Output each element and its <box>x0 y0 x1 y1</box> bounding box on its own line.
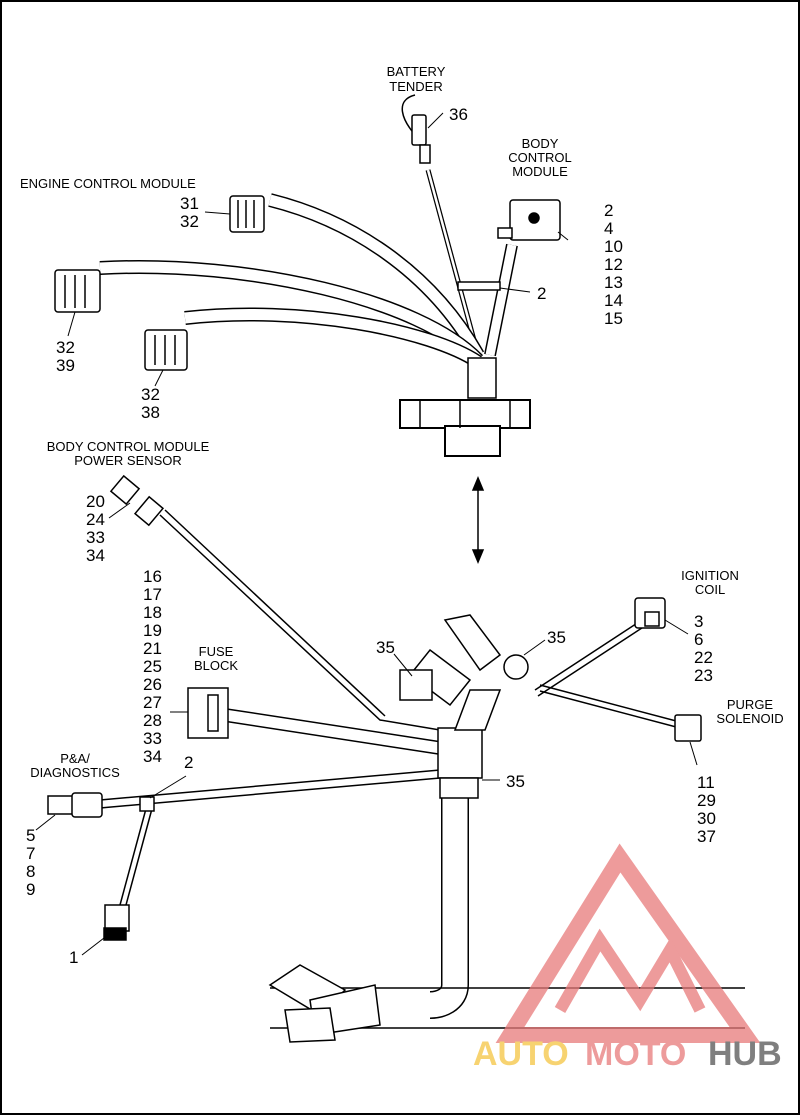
pa-diagnostics-connector <box>47 792 155 818</box>
callout-strap-top: 2 <box>537 284 546 303</box>
callout-ecm-a: 31 <box>180 194 199 213</box>
callout-bcm: 2 <box>604 201 613 220</box>
callout-connector-1: 1 <box>69 948 78 967</box>
callout-fuse: 16 <box>143 567 162 586</box>
callout-fuse: 18 <box>143 603 162 622</box>
lower-harness <box>99 509 745 1029</box>
label-pa-line1: P&A/ <box>60 751 90 766</box>
ecm-connector-c <box>144 329 188 371</box>
label-fuse-line2: BLOCK <box>194 658 238 673</box>
callout-ecm-b: 39 <box>56 356 75 375</box>
callout-purge: 11 <box>697 773 715 792</box>
label-purge-line1: PURGE <box>727 697 774 712</box>
label-ignition-line2: COIL <box>695 582 725 597</box>
watermark-text-moto: MOTO <box>585 1035 686 1073</box>
watermark-text-hub: HUB <box>708 1035 782 1073</box>
callout-ecm-a: 32 <box>180 212 199 231</box>
callout-pa-diag: 5 <box>26 826 35 845</box>
label-power-sensor-line2: POWER SENSOR <box>74 453 182 468</box>
callout-group-bcm: 2 4 10 12 13 14 15 <box>604 201 623 328</box>
callout-bcm: 10 <box>604 237 623 256</box>
callout-purge: 30 <box>697 809 716 828</box>
callout-bcm: 15 <box>604 309 623 328</box>
callout-bcm: 12 <box>604 255 623 274</box>
junction-block <box>399 614 529 799</box>
callout-pa-diag: 7 <box>26 844 35 863</box>
callout-ecm-c: 32 <box>141 385 160 404</box>
battery-tender-connector <box>411 114 431 164</box>
watermark-text-auto: AUTO <box>473 1035 569 1073</box>
callout-ecm-b: 32 <box>56 338 75 357</box>
label-battery-line1: BATTERY <box>387 64 446 79</box>
callout-fuse: 17 <box>143 585 162 604</box>
callout-fuse: 26 <box>143 675 162 694</box>
power-sensor-connector <box>109 474 165 527</box>
callout-ignition: 6 <box>694 630 703 649</box>
label-bcm-line3: MODULE <box>512 164 568 179</box>
callout-ignition: 23 <box>694 666 713 685</box>
callout-fuse: 28 <box>143 711 162 730</box>
callout-ignition: 3 <box>694 612 703 631</box>
callout-bcm: 13 <box>604 273 623 292</box>
callout-fuse: 27 <box>143 693 162 712</box>
callout-bcm: 4 <box>604 219 613 238</box>
upper-harness <box>99 94 531 457</box>
callout-purge: 29 <box>697 791 716 810</box>
callout-ecm-c: 38 <box>141 403 160 422</box>
callout-clip-left: 35 <box>376 638 395 657</box>
label-fuse-line1: FUSE <box>199 644 234 659</box>
leader-lines <box>35 112 698 956</box>
callout-clip-right: 35 <box>547 628 566 647</box>
label-bcm-line2: CONTROL <box>508 150 572 165</box>
label-battery-line2: TENDER <box>389 79 442 94</box>
callout-power-sensor: 20 <box>86 492 105 511</box>
connection-arrow <box>471 476 485 564</box>
bcm-connector <box>497 199 561 241</box>
fuse-block-connector <box>187 687 229 739</box>
ecm-connector-a <box>229 195 265 233</box>
connector-1 <box>103 904 130 941</box>
purge-solenoid-connector <box>674 714 702 742</box>
callout-ignition: 22 <box>694 648 713 667</box>
label-pa-line2: DIAGNOSTICS <box>30 765 120 780</box>
callout-fuse: 25 <box>143 657 162 676</box>
label-bcm-line1: BODY <box>522 136 559 151</box>
callout-power-sensor: 34 <box>86 546 105 565</box>
label-ignition-line1: IGNITION <box>681 568 739 583</box>
callout-power-sensor: 33 <box>86 528 105 547</box>
label-ecm: ENGINE CONTROL MODULE <box>20 176 196 191</box>
callout-power-sensor: 24 <box>86 510 105 529</box>
label-purge-line2: SOLENOID <box>716 711 783 726</box>
callout-purge: 37 <box>697 827 716 846</box>
callout-pa-diag: 8 <box>26 862 35 881</box>
main-lower-connector <box>268 964 381 1043</box>
callout-strap-diag: 2 <box>184 753 193 772</box>
ecm-connector-b <box>54 269 101 313</box>
label-power-sensor-line1: BODY CONTROL MODULE <box>47 439 210 454</box>
callout-group-fuse: 16 17 18 19 21 25 26 27 28 33 34 <box>143 567 162 766</box>
callout-fuse: 21 <box>143 639 162 658</box>
callout-battery-36: 36 <box>449 105 468 124</box>
watermark-logo: AUTO MOTO HUB <box>473 843 782 1073</box>
callout-fuse: 34 <box>143 747 162 766</box>
ignition-coil-connector <box>634 597 666 629</box>
callout-clip-lower: 35 <box>506 772 525 791</box>
callout-bcm: 14 <box>604 291 623 310</box>
callout-fuse: 33 <box>143 729 162 748</box>
callout-fuse: 19 <box>143 621 162 640</box>
callout-pa-diag: 9 <box>26 880 35 899</box>
